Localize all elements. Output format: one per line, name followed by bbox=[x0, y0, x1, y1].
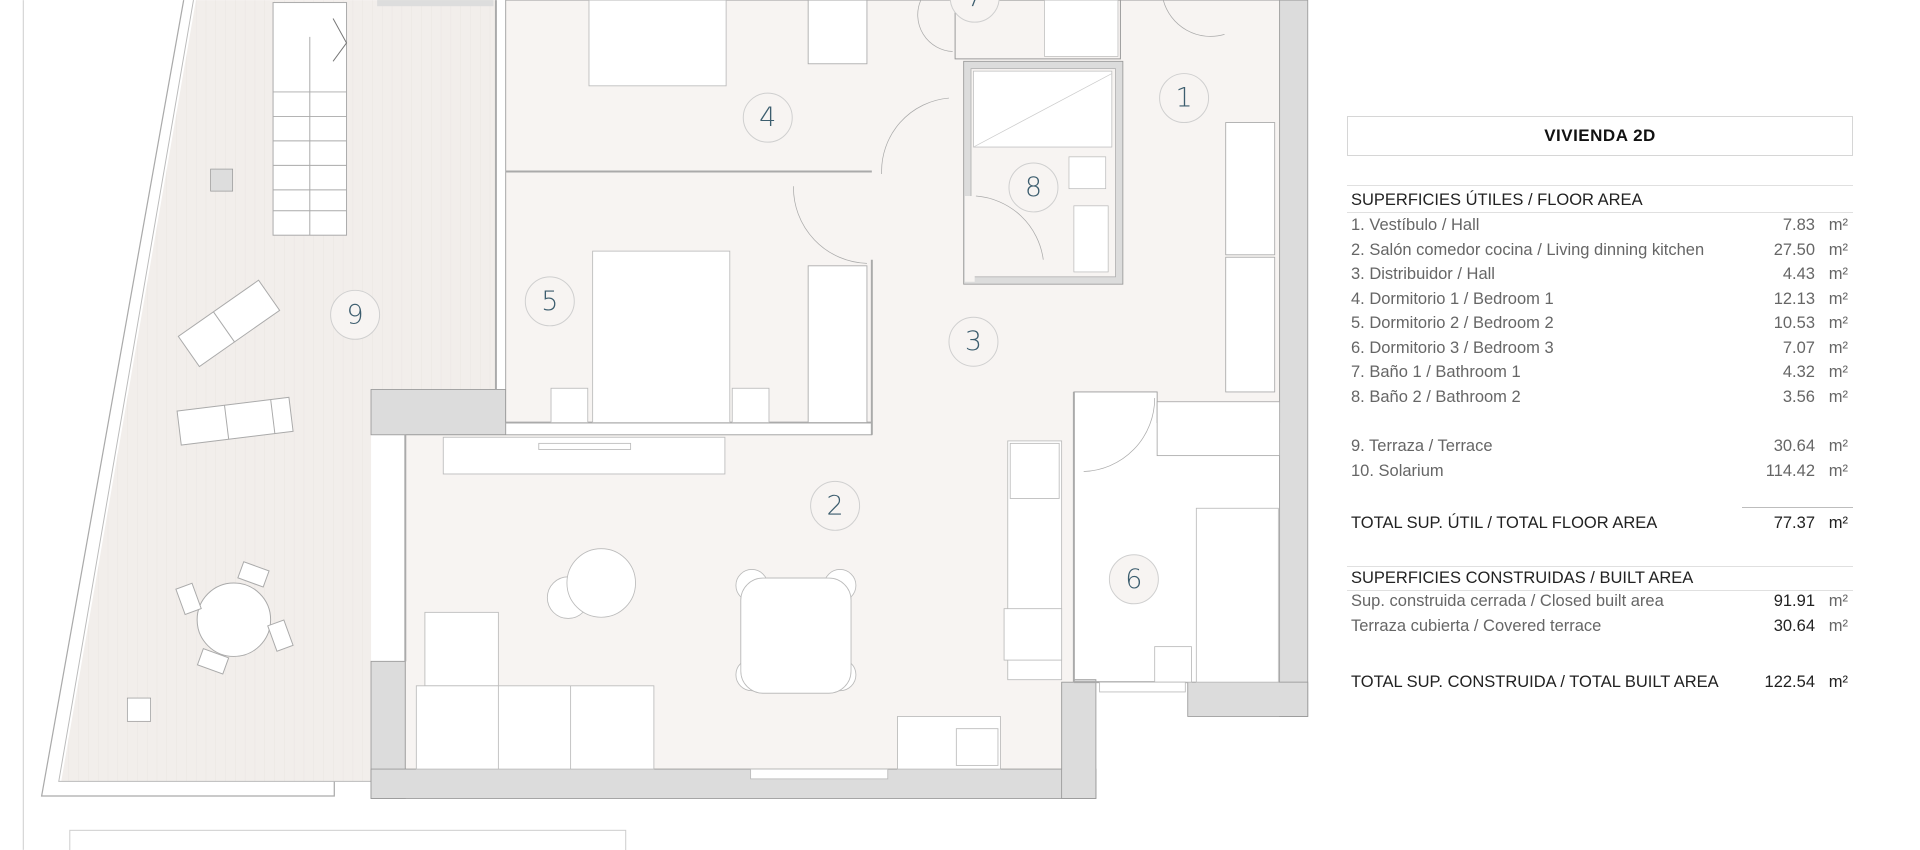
bed bbox=[550, 0, 1279, 683]
room-number-8: 8 bbox=[1025, 172, 1042, 203]
unit-label: m² bbox=[1828, 240, 1848, 259]
total-built-area-value: 122.54 bbox=[1764, 673, 1815, 691]
bottom-label-box bbox=[69, 829, 627, 850]
built-area-header-label: SUPERFICIES CONSTRUIDAS / BUILT AREA bbox=[1351, 569, 1694, 587]
unit-label: m² bbox=[1828, 592, 1848, 610]
divider bbox=[1742, 507, 1853, 508]
unit-label: m² bbox=[1828, 216, 1848, 234]
sun-lounger bbox=[176, 279, 294, 446]
room-number-5: 5 bbox=[541, 286, 558, 317]
unit-label: m² bbox=[1828, 514, 1848, 532]
divider bbox=[1347, 590, 1853, 591]
unit-label: m² bbox=[1828, 265, 1848, 283]
floor-area-header: SUPERFICIES ÚTILES / FLOOR AREA bbox=[1351, 188, 1851, 212]
room-number-7: 7 bbox=[966, 0, 983, 13]
area-value: 7.83 bbox=[1782, 216, 1815, 234]
door-swings bbox=[793, 0, 1225, 472]
area-row: 4. Dormitorio 1 / Bedroom 1 12.13 m² bbox=[1351, 287, 1851, 311]
area-row: 2. Salón comedor cocina / Living dinning… bbox=[1351, 238, 1851, 262]
area-value: 4.32 bbox=[1782, 363, 1815, 381]
room-number-1: 1 bbox=[1176, 83, 1193, 114]
terrace-railing-inner bbox=[58, 0, 372, 782]
area-label: 6. Dormitorio 3 / Bedroom 3 bbox=[1351, 338, 1554, 357]
area-row: 7. Baño 1 / Bathroom 1 4.32 m² bbox=[1351, 360, 1851, 384]
unit-label: m² bbox=[1828, 314, 1848, 332]
built-area-header: SUPERFICIES CONSTRUIDAS / BUILT AREA bbox=[1351, 566, 1851, 590]
room-number-2: 2 bbox=[827, 490, 844, 521]
total-floor-area-label: TOTAL SUP. ÚTIL / TOTAL FLOOR AREA bbox=[1351, 514, 1658, 532]
area-value: 4.43 bbox=[1782, 265, 1815, 283]
area-row: 9. Terraza / Terrace 30.64 m² bbox=[1351, 434, 1851, 458]
area-label: 8. Baño 2 / Bathroom 2 bbox=[1351, 387, 1521, 406]
area-value: 91.91 bbox=[1773, 592, 1815, 610]
unit-label: m² bbox=[1828, 289, 1848, 308]
total-floor-area-row: TOTAL SUP. ÚTIL / TOTAL FLOOR AREA 77.37… bbox=[1351, 511, 1851, 535]
room-number-3: 3 bbox=[965, 326, 982, 357]
divider bbox=[1347, 566, 1853, 567]
unit-label: m² bbox=[1828, 616, 1848, 635]
unit-label: m² bbox=[1828, 363, 1848, 381]
area-value: 27.50 bbox=[1773, 240, 1815, 259]
unit-label: m² bbox=[1828, 437, 1848, 455]
unit-title: VIVIENDA 2D bbox=[1347, 116, 1853, 156]
area-row: 10. Solarium 114.42 m² bbox=[1351, 459, 1851, 483]
unit-label: m² bbox=[1828, 338, 1848, 357]
area-row: 8. Baño 2 / Bathroom 2 3.56 m² bbox=[1351, 385, 1851, 409]
area-row: 1. Vestíbulo / Hall 7.83 m² bbox=[1351, 213, 1851, 237]
terrace-floor bbox=[61, 0, 496, 782]
area-row: 5. Dormitorio 2 / Bedroom 2 10.53 m² bbox=[1351, 311, 1851, 335]
unit-label: m² bbox=[1828, 461, 1848, 480]
total-built-area-row: TOTAL SUP. CONSTRUIDA / TOTAL BUILT AREA… bbox=[1351, 670, 1851, 694]
floor-area-header-label: SUPERFICIES ÚTILES / FLOOR AREA bbox=[1351, 191, 1643, 209]
divider bbox=[1347, 185, 1853, 186]
area-label: Sup. construida cerrada / Closed built a… bbox=[1351, 592, 1664, 610]
area-label: Terraza cubierta / Covered terrace bbox=[1351, 616, 1602, 635]
area-row: 3. Distribuidor / Hall 4.43 m² bbox=[1351, 262, 1851, 286]
terrace-railing bbox=[40, 0, 335, 797]
divider bbox=[1347, 212, 1853, 213]
room-number-6: 6 bbox=[1125, 564, 1142, 595]
area-label: 5. Dormitorio 2 / Bedroom 2 bbox=[1351, 314, 1554, 332]
staircase bbox=[272, 2, 348, 236]
column bbox=[126, 697, 151, 722]
room-number-9: 9 bbox=[347, 299, 364, 330]
area-label: 3. Distribuidor / Hall bbox=[1351, 265, 1495, 283]
room-labels bbox=[330, 0, 1210, 605]
area-value: 7.07 bbox=[1782, 338, 1815, 357]
total-floor-area-value: 77.37 bbox=[1773, 514, 1815, 532]
column bbox=[210, 168, 234, 192]
area-label: 1. Vestíbulo / Hall bbox=[1351, 216, 1480, 234]
area-value: 114.42 bbox=[1765, 461, 1815, 480]
unit-label: m² bbox=[1828, 673, 1848, 691]
area-value: 10.53 bbox=[1773, 314, 1815, 332]
area-label: 10. Solarium bbox=[1351, 461, 1444, 480]
area-value: 3.56 bbox=[1782, 387, 1815, 406]
area-label: 4. Dormitorio 1 / Bedroom 1 bbox=[1351, 289, 1554, 308]
area-row: Sup. construida cerrada / Closed built a… bbox=[1351, 589, 1851, 613]
area-value: 30.64 bbox=[1773, 616, 1815, 635]
wardrobe bbox=[807, 0, 1281, 457]
walls bbox=[370, 0, 1309, 799]
area-row: 6. Dormitorio 3 / Bedroom 3 7.07 m² bbox=[1351, 336, 1851, 360]
total-built-area-label: TOTAL SUP. CONSTRUIDA / TOTAL BUILT AREA bbox=[1351, 673, 1719, 691]
area-label: 2. Salón comedor cocina / Living dinning… bbox=[1351, 240, 1705, 259]
area-value: 12.13 bbox=[1773, 289, 1815, 308]
room-number-4: 4 bbox=[759, 102, 776, 133]
living-furniture bbox=[415, 436, 1186, 780]
area-value: 30.64 bbox=[1773, 437, 1815, 455]
area-row: Terraza cubierta / Covered terrace 30.64 m… bbox=[1351, 614, 1851, 638]
outdoor-table bbox=[175, 561, 294, 675]
area-label: 7. Baño 1 / Bathroom 1 bbox=[1351, 363, 1521, 381]
planter bbox=[377, 0, 494, 7]
area-label: 9. Terraza / Terrace bbox=[1351, 437, 1493, 455]
unit-label: m² bbox=[1828, 387, 1848, 406]
